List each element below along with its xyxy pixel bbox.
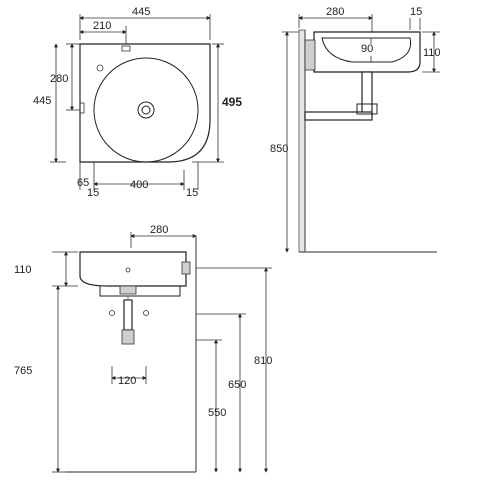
dim-side-install-height: 850 <box>270 143 288 155</box>
waste-trap <box>356 103 378 115</box>
dim-top-bottom-right: 15 <box>186 187 198 199</box>
front-bracket <box>181 261 191 275</box>
dim-front-height: 110 <box>14 264 32 276</box>
dim-side-depth: 280 <box>326 6 344 18</box>
fixing-left <box>109 310 115 316</box>
dim-front-waste: 120 <box>118 375 136 387</box>
dim-front-low-height: 550 <box>208 407 226 419</box>
top-view: 445 210 280 445 495 65 15 400 15 <box>33 6 242 199</box>
bowl-circle <box>93 57 199 163</box>
drain-hole <box>141 105 151 115</box>
dim-front-floor-to-bottom: 765 <box>14 365 32 377</box>
side-bracket-mark <box>79 102 85 114</box>
dim-top-bottom-left: 65 <box>77 177 89 189</box>
tap-hole-marker <box>121 45 131 52</box>
dim-front-mid-height: 650 <box>228 379 246 391</box>
dim-top-width-tap: 210 <box>93 20 111 32</box>
dim-top-height-right: 495 <box>222 95 242 109</box>
dim-top-height-tap: 280 <box>50 73 68 85</box>
dim-top-height-side: 445 <box>33 95 51 107</box>
dim-front-rim-height: 810 <box>254 355 272 367</box>
waste-trap-front <box>121 329 135 345</box>
side-view: 280 15 90 110 850 <box>270 6 441 253</box>
overflow-front <box>125 267 131 273</box>
dim-front-depth: 280 <box>150 224 168 236</box>
front-view: 280 110 765 120 810 650 550 <box>14 224 272 473</box>
basin-profile-front <box>79 251 187 287</box>
dim-top-bottom-inner-left: 15 <box>87 187 99 199</box>
waste-pipe-vertical <box>361 71 373 117</box>
dim-top-bowl-diameter: 400 <box>130 179 148 191</box>
waste-pipe-front <box>123 299 133 331</box>
dim-side-height: 110 <box>423 47 441 59</box>
side-support <box>304 39 316 71</box>
waste-pipe-horizontal <box>304 111 373 121</box>
basin-underside <box>99 286 181 297</box>
fixing-right <box>143 310 149 316</box>
side-wall <box>298 29 306 253</box>
bowl-profile-side <box>321 37 412 63</box>
overflow-hole <box>96 64 104 72</box>
basin-outline-top <box>79 43 211 163</box>
dim-side-bowl: 90 <box>361 43 373 55</box>
dim-side-rim: 15 <box>410 6 422 18</box>
drain-ring <box>137 101 155 119</box>
waste-top-front <box>119 285 137 295</box>
dim-top-width-total: 445 <box>132 6 150 18</box>
